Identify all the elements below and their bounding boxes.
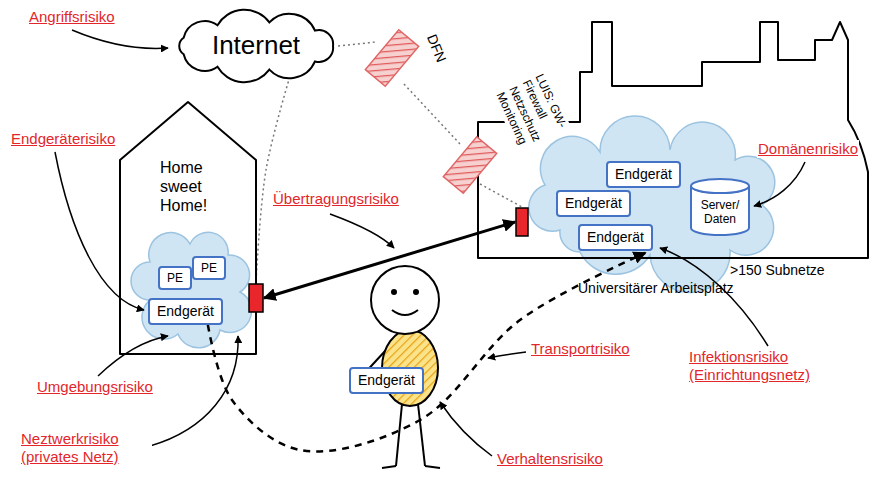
node-text: Server/ Daten (701, 188, 740, 227)
risk-label: Angriffsrisiko (28, 8, 116, 26)
node-text: Endgerät (565, 195, 622, 212)
node-text: >150 Subnetze (730, 262, 825, 279)
connector (480, 184, 522, 207)
router-symbol (516, 208, 528, 236)
building-outline (478, 22, 868, 258)
home-house: PE PE Endgerät Home sweet Home! (118, 100, 258, 356)
leader-arrows (55, 30, 805, 456)
device-box: Endgerät (578, 224, 653, 251)
risk-label: Umgebungsrisiko (36, 378, 154, 396)
risk-label: Übertragungsrisiko (272, 190, 400, 208)
risk-label: Verhaltensrisiko (496, 450, 604, 468)
device-box: PE (192, 256, 226, 280)
node-text: Universitärer Arbeitsplatz (578, 280, 734, 297)
node-text: Endgerät (157, 303, 214, 320)
node-text: Home sweet Home! (160, 158, 207, 216)
hatched-block (443, 137, 496, 194)
node-text: PE (201, 261, 217, 275)
leader-line (754, 162, 805, 206)
risk-label: Endgeräterisiko (10, 130, 116, 148)
home-network-cloud (131, 232, 251, 347)
leader-line (150, 336, 238, 446)
risk-label: Neztwerkrisiko (privates Netz) (20, 430, 152, 466)
building-outline (120, 102, 256, 354)
cloud-outline (179, 10, 333, 82)
firewall-block: LUIS: GW-Firewall Netzschutz Monitoring (436, 56, 586, 206)
leader-line (72, 30, 168, 48)
device-box: Endgerät (556, 190, 631, 217)
firewall-block: DFN (362, 18, 454, 98)
server-cylinder: Server/ Daten (690, 178, 750, 236)
leader-line (488, 352, 526, 358)
hatched-block (365, 30, 418, 87)
cylinder-top (691, 179, 749, 193)
node-text: LUIS: GW-Firewall Netzschutz Monitoring (492, 70, 571, 152)
device-box: PE (158, 266, 192, 290)
node-text: PE (167, 271, 183, 285)
device-box: Endgerät (606, 161, 681, 188)
connector (404, 84, 460, 144)
node-text: Endgerät (615, 166, 672, 183)
router-symbol (249, 284, 263, 312)
device-box: Endgerät (148, 298, 223, 325)
node-text: Endgerät (358, 372, 415, 389)
leader-line (440, 402, 492, 456)
connector (256, 72, 291, 283)
connector (338, 42, 376, 46)
leader-line (98, 336, 168, 376)
risk-label: Infektionsrisiko (Einrichtungsnetz) (688, 348, 840, 384)
leader-line (55, 152, 144, 310)
risk-label: Domänenrisiko (757, 140, 859, 158)
leader-line (330, 214, 394, 248)
university-building: EndgerätEndgerätServer/ DatenEndgerät>15… (478, 22, 870, 302)
node-text: Internet (212, 30, 300, 61)
node-text: DFN (422, 30, 450, 67)
risk-label: Transportrisiko (530, 340, 631, 358)
device-box: Endgerät (349, 367, 424, 394)
node-text: Endgerät (587, 229, 644, 246)
internet-cloud: Internet (168, 12, 344, 80)
